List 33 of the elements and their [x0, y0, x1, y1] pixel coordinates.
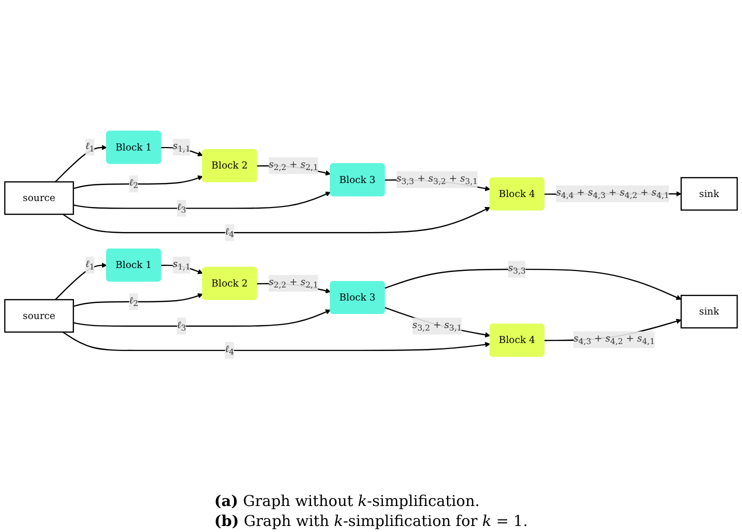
figure-caption: (a) Graph without k-simplification. [214, 492, 481, 510]
arrow [62, 332, 490, 352]
edge-label: s$_{3,3}$ + s$_{3,2}$ + s$_{3,1}$ [396, 172, 478, 186]
edge-label: s$_{3,2}$ + s$_{3,1}$ [412, 318, 462, 333]
edge-label: ℓ$_{4}$ [225, 225, 234, 240]
arrow [62, 207, 490, 234]
edge-label: s$_{2,2}$ + s$_{2,1}$ [268, 276, 318, 290]
figure-caption: (b) Graph with k-simplification for k = 1. [214, 512, 528, 530]
arrow [384, 268, 682, 300]
arrow [73, 175, 203, 190]
arrow [384, 306, 490, 338]
edge-label: ℓ$_{3}$ [177, 201, 186, 215]
edge-label: ℓ$_{4}$ [225, 343, 234, 358]
edge-label: ℓ$_{1}$ [85, 258, 94, 272]
edge-label: ℓ$_{3}$ [177, 318, 186, 333]
arrow [54, 262, 108, 300]
edge-label: s$_{1,1}$ [172, 258, 190, 272]
node-box: sink [680, 177, 738, 211]
arrow [73, 192, 331, 209]
edge-label: s$_{2,2}$ + s$_{2,1}$ [268, 158, 318, 172]
edge-label: s$_{1,1}$ [172, 140, 190, 154]
node-box: source [4, 181, 74, 215]
edge-label: ℓ$_{2}$ [129, 294, 138, 308]
edge-label: s$_{4,3}$ + s$_{4,2}$ + s$_{4,1}$ [574, 332, 655, 346]
edge-label: ℓ$_{2}$ [129, 176, 138, 191]
arrow [73, 293, 203, 307]
edge-label: ℓ$_{1}$ [85, 140, 94, 154]
node-box: sink [680, 294, 738, 328]
edge-label: s$_{4,4}$ + s$_{4,3}$ + s$_{4,2}$ + s$_{4,1}$ [556, 186, 670, 201]
arrow [73, 309, 331, 327]
node-box: source [4, 299, 74, 333]
edge-label: s$_{3,3}$ [508, 262, 526, 276]
arrow [54, 144, 108, 182]
